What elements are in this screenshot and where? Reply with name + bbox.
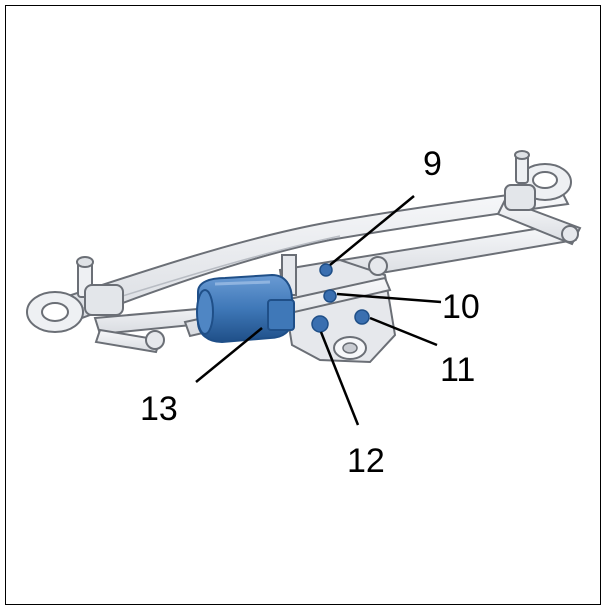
- left-spindle: [26, 256, 124, 333]
- fastener-12: [311, 315, 329, 333]
- callout-13: 13: [140, 390, 178, 428]
- fastener-11: [354, 309, 370, 325]
- callout-12: 12: [347, 442, 385, 480]
- fastener-10: [323, 289, 337, 303]
- callout-10: 10: [442, 288, 480, 326]
- wiper-motor: [196, 273, 295, 344]
- leader-line-11: [369, 316, 438, 347]
- right-spindle: [504, 150, 572, 211]
- fastener-9: [319, 263, 333, 277]
- leader-line-10: [336, 292, 442, 304]
- leader-line-12: [319, 331, 360, 426]
- leader-line-9: [329, 195, 415, 266]
- callout-11: 11: [440, 351, 475, 389]
- leader-line-13: [195, 327, 263, 383]
- leader-lines: [195, 195, 442, 426]
- callout-9: 9: [423, 145, 442, 183]
